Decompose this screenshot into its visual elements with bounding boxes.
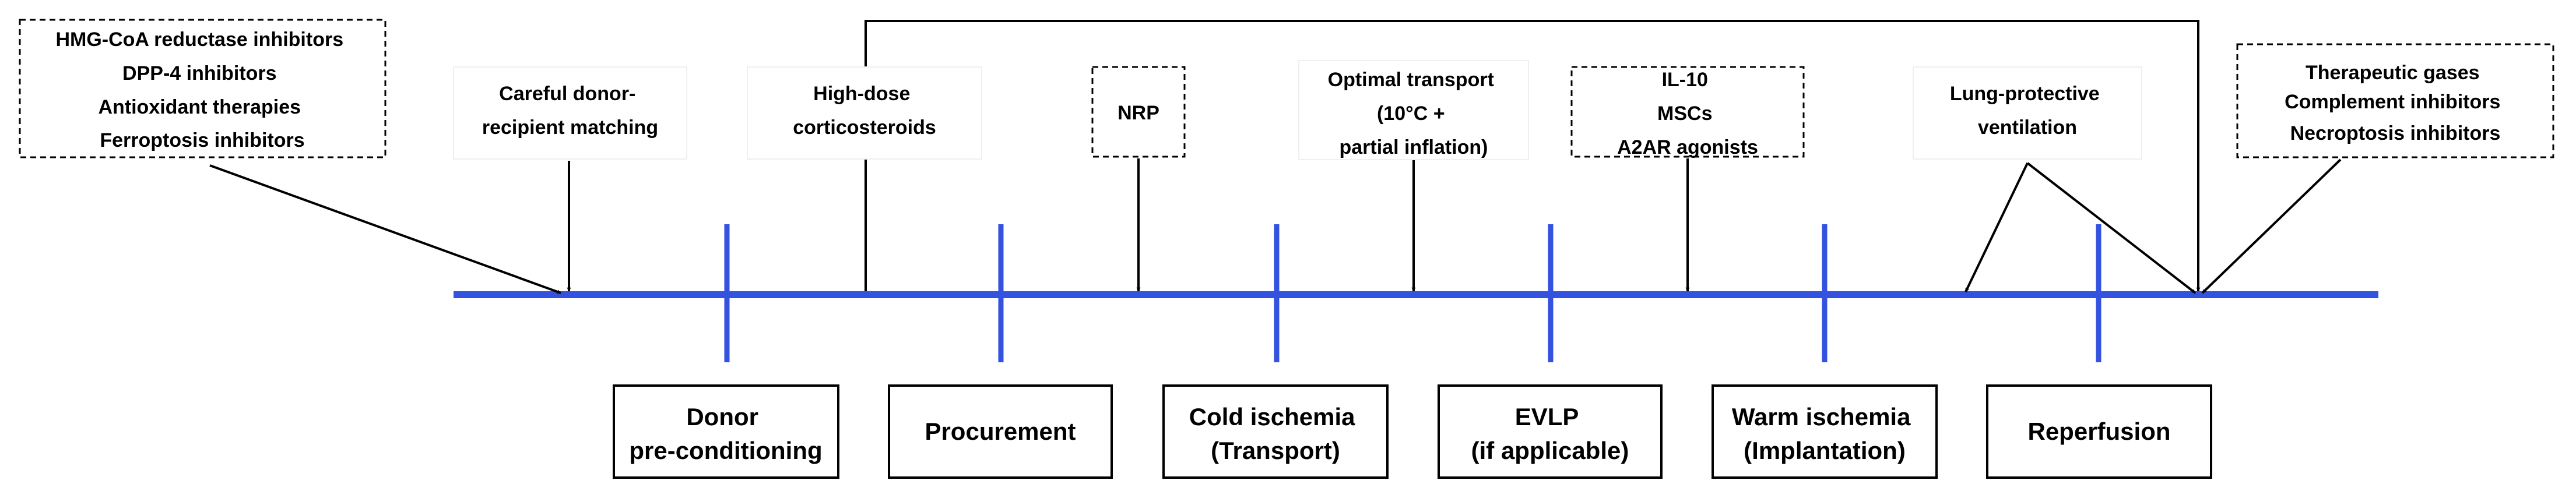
stage-line: EVLP — [1515, 403, 1579, 430]
intervention-line: Complement inhibitors — [2285, 91, 2500, 113]
arrow-ventilation-right — [2026, 162, 2197, 294]
stage-line: (Implantation) — [1744, 437, 1906, 464]
arrow-gases — [2201, 158, 2342, 294]
intervention-line: DPP-4 inhibitors — [122, 62, 276, 84]
stage-line: Procurement — [925, 418, 1076, 445]
stage-line: Reperfusion — [2027, 418, 2170, 445]
intervention-text-matching: Careful donor- recipient matching — [482, 83, 658, 139]
arrow-pharma — [209, 164, 561, 294]
intervention-line: A2AR agonists — [1617, 136, 1758, 158]
timeline — [454, 224, 2378, 362]
intervention-box-pharma — [19, 19, 386, 158]
stage-box-procurement — [888, 384, 1113, 479]
intervention-box-il10 — [1570, 66, 1805, 158]
stage-text-procurement: Procurement — [925, 418, 1076, 445]
intervention-labels: HMG-CoA reductase inhibitors DPP-4 inhib… — [55, 29, 2506, 158]
intervention-box-nrp — [1091, 66, 1186, 158]
stage-text-warm: Warm ischemia (Implantation) — [1732, 403, 1917, 464]
intervention-line: Optimal transport — [1328, 69, 1494, 91]
intervention-box-transport — [1298, 60, 1529, 160]
intervention-line: corticosteroids — [793, 116, 936, 139]
stage-box-reperfusion — [1986, 384, 2212, 479]
intervention-boxes — [19, 19, 2554, 160]
intervention-line: Therapeutic gases — [2306, 62, 2480, 84]
stage-labels: Donor pre-conditioning Procurement Cold … — [629, 403, 2170, 464]
intervention-text-pharma: HMG-CoA reductase inhibitors DPP-4 inhib… — [55, 29, 349, 151]
intervention-box-gases — [2236, 43, 2554, 158]
intervention-box-ventilation — [1913, 66, 2142, 160]
intervention-box-steroids — [747, 66, 982, 160]
intervention-text-nrp: NRP — [1117, 102, 1159, 124]
stage-line: Warm ischemia — [1732, 403, 1911, 430]
stage-text-evlp: EVLP (if applicable) — [1471, 403, 1629, 464]
stage-line: Donor — [686, 403, 758, 430]
intervention-text-gases: Therapeutic gases Complement inhibitors … — [2285, 62, 2506, 144]
stage-box-warm — [1712, 384, 1938, 479]
stage-box-cold — [1162, 384, 1389, 479]
stage-line: (Transport) — [1211, 437, 1340, 464]
intervention-text-ventilation: Lung-protective ventilation — [1950, 83, 2105, 139]
intervention-line: recipient matching — [482, 116, 658, 139]
stage-line: (if applicable) — [1471, 437, 1629, 464]
intervention-line: High-dose — [813, 83, 910, 105]
stage-boxes — [613, 384, 2212, 479]
intervention-line: Careful donor- — [499, 83, 635, 105]
intervention-line: Antioxidant therapies — [98, 96, 301, 118]
intervention-line: NRP — [1117, 102, 1159, 124]
stage-text-cold: Cold ischemia (Transport) — [1189, 403, 1362, 464]
intervention-line: HMG-CoA reductase inhibitors — [55, 29, 343, 51]
intervention-box-matching — [453, 66, 687, 160]
intervention-text-steroids: High-dose corticosteroids — [793, 83, 936, 139]
intervention-line: MSCs — [1657, 103, 1712, 125]
stage-box-evlp — [1438, 384, 1663, 479]
intervention-line: (10°C + — [1377, 103, 1445, 125]
intervention-line: ventilation — [1978, 116, 2077, 139]
intervention-line: Ferroptosis inhibitors — [100, 129, 304, 151]
arrow-ventilation-left — [1964, 163, 2029, 292]
intervention-text-transport: Optimal transport (10°C + partial inflat… — [1328, 69, 1500, 158]
intervention-text-il10: IL-10 MSCs A2AR agonists — [1617, 69, 1758, 158]
intervention-line: partial inflation) — [1340, 136, 1488, 158]
stage-text-donor: Donor pre-conditioning — [629, 403, 822, 464]
intervention-line: Necroptosis inhibitors — [2290, 122, 2501, 144]
stage-line: Cold ischemia — [1189, 403, 1355, 430]
intervention-line: IL-10 — [1662, 69, 1708, 91]
stage-text-reperfusion: Reperfusion — [2027, 418, 2170, 445]
stage-box-donor — [613, 384, 839, 479]
intervention-line: Lung-protective — [1950, 83, 2100, 105]
stage-line: pre-conditioning — [629, 437, 822, 464]
